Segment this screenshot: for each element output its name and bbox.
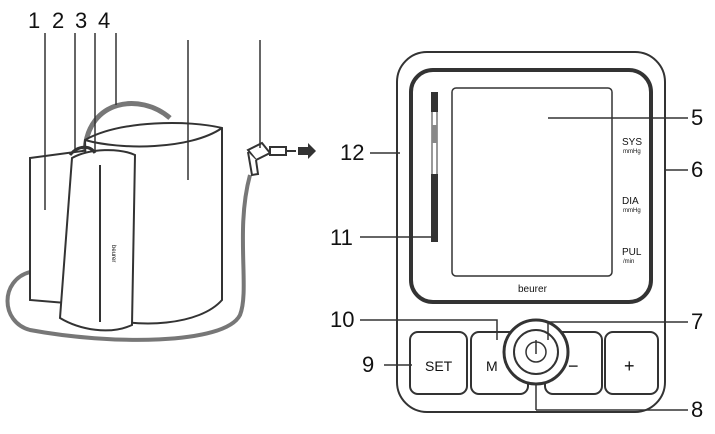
callout-7: 7 — [691, 309, 703, 334]
dia-unit: mmHg — [623, 208, 641, 214]
callout-12: 12 — [340, 140, 364, 165]
pul-unit: /min — [623, 259, 634, 265]
callout-10: 10 — [330, 307, 354, 332]
arrow-icon — [298, 143, 316, 159]
callout-3: 3 — [75, 8, 87, 33]
plus-button[interactable] — [604, 331, 659, 395]
dia-label: DIA — [622, 196, 639, 207]
set-button[interactable] — [409, 331, 468, 395]
plus-button-label: + — [624, 356, 635, 376]
monitor-leader-lines — [360, 117, 688, 411]
display-screen — [451, 87, 613, 277]
monitor-bezel — [409, 68, 653, 304]
minus-button-label: − — [568, 356, 579, 376]
monitor-brand: beurer — [518, 284, 548, 295]
memory-button-label: M — [486, 358, 498, 374]
cuff-rim — [84, 127, 223, 148]
pul-label: PUL — [622, 247, 642, 258]
callout-9: 9 — [362, 352, 374, 377]
cuff-front-wrap — [58, 149, 137, 332]
callout-2: 2 — [52, 8, 64, 33]
callout-8: 8 — [691, 397, 703, 422]
sys-unit: mmHg — [623, 149, 641, 155]
sys-label: SYS — [622, 137, 642, 148]
power-icon — [525, 340, 547, 363]
set-button-label: SET — [425, 358, 453, 374]
callout-4: 4 — [98, 8, 110, 33]
cuff-clip — [68, 145, 97, 157]
callout-11: 11 — [330, 225, 353, 250]
callout-6: 6 — [691, 157, 703, 182]
cuff-leader-lines — [44, 33, 261, 210]
callout-1: 1 — [28, 8, 40, 33]
cuff-illustration: beurer — [5, 101, 316, 342]
callout-5: 5 — [691, 105, 703, 130]
cuff-brand-text: beurer — [110, 245, 116, 262]
cuff-hose-loop — [82, 101, 172, 151]
